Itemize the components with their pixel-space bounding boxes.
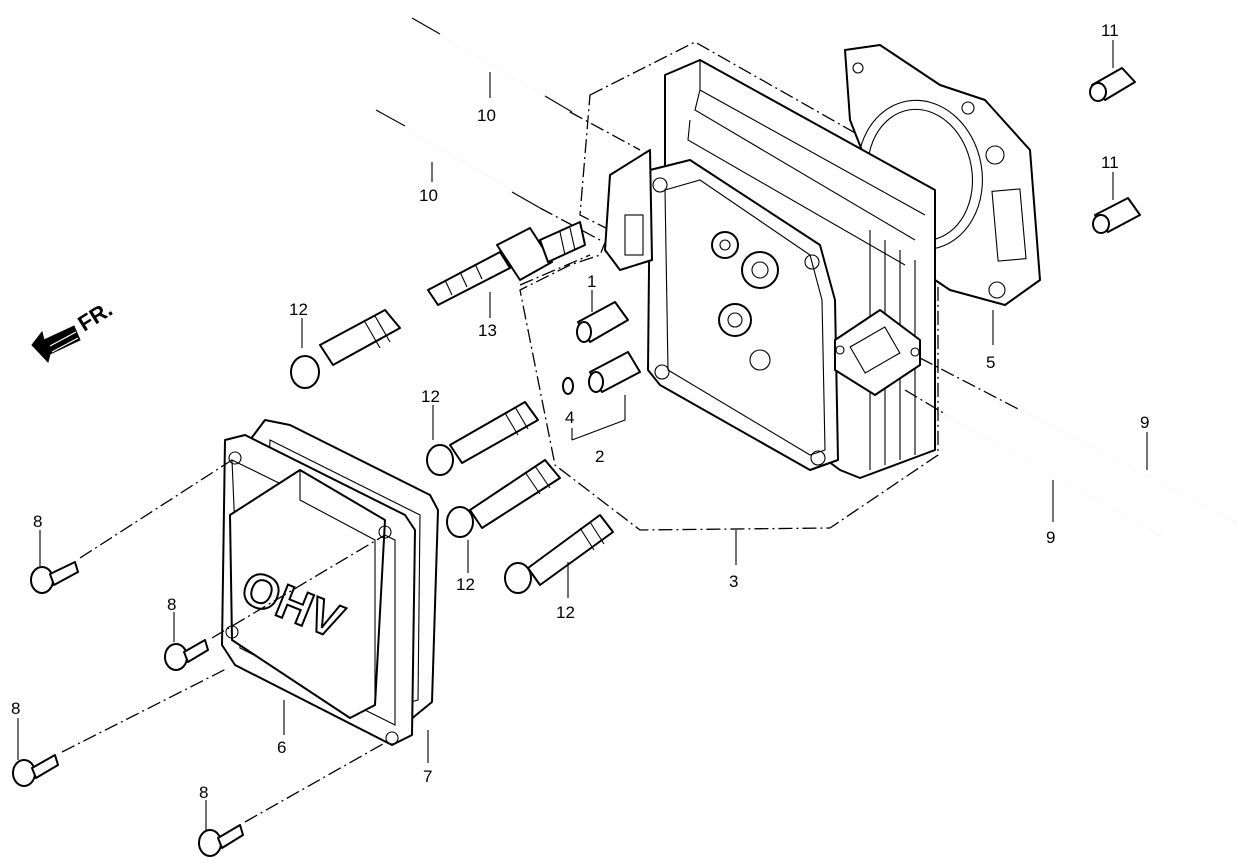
callout-12-d: 12 — [556, 603, 575, 622]
callout-11-b: 11 — [1101, 153, 1119, 172]
callout-8-d: 8 — [199, 783, 208, 802]
callout-9-b: 9 — [1046, 528, 1055, 547]
callout-12-a: 12 — [289, 300, 308, 319]
callout-3: 3 — [729, 572, 738, 591]
callout-labels: 1 2 3 4 5 6 7 8 8 8 8 9 9 10 10 11 11 12… — [11, 21, 1149, 802]
valve-guide-lower — [588, 351, 641, 393]
flange-bolt-1 — [290, 309, 401, 389]
cover-bolt-3 — [12, 754, 59, 787]
valve-cover: OHV — [221, 434, 416, 746]
alignment-lines — [61, 254, 591, 823]
flange-bolt-2 — [426, 401, 539, 476]
stud-lower — [375, 109, 601, 241]
callout-11-a: 11 — [1101, 21, 1119, 40]
callout-4: 4 — [565, 408, 574, 427]
callout-5: 5 — [986, 353, 995, 372]
callout-10-b: 10 — [419, 186, 438, 205]
direction-label: FR. — [73, 296, 116, 336]
callout-9-a: 9 — [1140, 413, 1149, 432]
callout-13: 13 — [478, 321, 497, 340]
callout-8-a: 8 — [33, 512, 42, 531]
callout-10-a: 10 — [477, 106, 496, 125]
callout-6: 6 — [277, 738, 286, 757]
long-stud-lower — [904, 389, 1161, 536]
dowel-pin-lower — [1092, 197, 1141, 234]
leader-lines — [17, 40, 1148, 830]
callout-1: 1 — [587, 272, 596, 291]
callout-7: 7 — [423, 767, 432, 786]
long-stud-upper — [919, 357, 1236, 523]
callout-8-b: 8 — [167, 595, 176, 614]
callout-12-b: 12 — [421, 387, 440, 406]
front-direction-arrow: FR. — [31, 296, 117, 364]
cover-bolt-2 — [164, 639, 209, 671]
stud-upper — [411, 17, 641, 151]
cover-bolt-4 — [198, 824, 244, 857]
spark-plug — [427, 221, 586, 306]
dowel-pin-upper — [1089, 67, 1136, 102]
cylinder-head — [604, 59, 936, 479]
flange-bolt-4 — [504, 514, 614, 594]
callout-12-c: 12 — [456, 575, 475, 594]
valve-guide-upper — [576, 301, 629, 343]
callout-8-c: 8 — [11, 699, 20, 718]
washer — [562, 377, 574, 395]
flange-bolt-3 — [446, 459, 561, 538]
cover-bolt-1 — [30, 561, 79, 594]
callout-2: 2 — [595, 447, 604, 466]
